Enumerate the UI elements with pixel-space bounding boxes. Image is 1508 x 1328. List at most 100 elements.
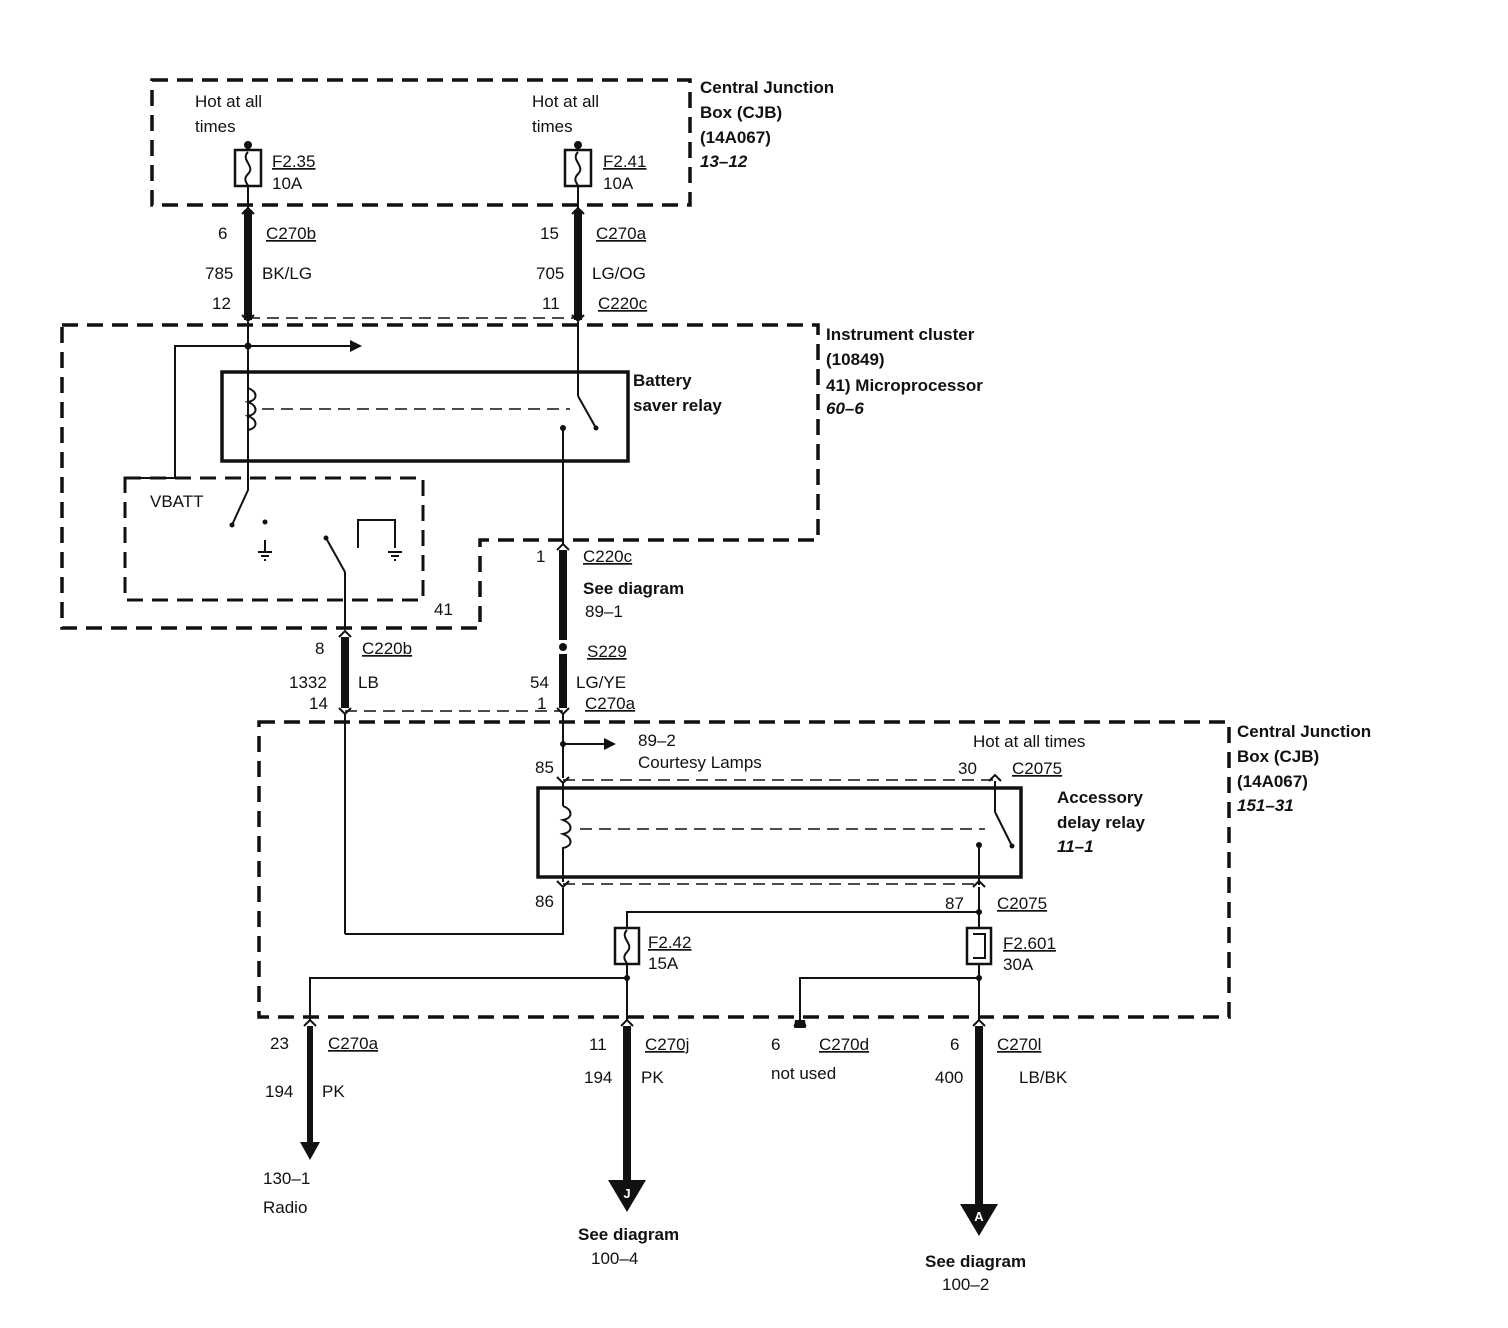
- out-j-circuit: 194: [584, 1068, 612, 1087]
- fuse-f2-41-id: F2.41: [603, 152, 646, 171]
- terminal-cap-icon: [794, 1020, 806, 1028]
- fuse-f2-42-rating: 15A: [648, 954, 679, 973]
- relay-coil-icon-2: [559, 805, 572, 882]
- wire-785-pin: 6: [218, 224, 227, 243]
- mid-right-connector2: C270a: [585, 694, 636, 713]
- hot-label-left-2: times: [195, 117, 236, 136]
- cjb-bottom-ref: 151–31: [1237, 796, 1294, 815]
- wire-705-pin2: 11: [542, 294, 560, 313]
- cjb-bottom-title-3: (14A067): [1237, 772, 1308, 791]
- mid-right-see-ref: 89–1: [585, 602, 623, 621]
- mid-left-pin: 8: [315, 639, 324, 658]
- cluster-title-3: 41) Microprocessor: [826, 376, 983, 395]
- fuse-f2-601-icon: [965, 926, 993, 966]
- cjb-bottom-box: [257, 720, 1231, 1019]
- pin-86: 86: [535, 892, 554, 911]
- hot-label-right-2: times: [532, 117, 573, 136]
- out-unused-connector: C270d: [819, 1035, 869, 1054]
- accessory-relay-label-2: delay relay: [1057, 813, 1145, 832]
- relay-coil-icon: [244, 387, 257, 431]
- wire-785-circuit: 785: [205, 264, 233, 283]
- wire-705-circuit: 705: [536, 264, 564, 283]
- accessory-relay-label-1: Accessory: [1057, 788, 1144, 807]
- out-j-connector: C270j: [645, 1035, 689, 1054]
- cjb-top-title-1: Central Junction: [700, 78, 834, 97]
- wire-785-color: BK/LG: [262, 264, 312, 283]
- out-a-color: LB/BK: [1019, 1068, 1068, 1087]
- arrow-j-icon: [608, 1180, 646, 1212]
- out-a-see-ref: 100–2: [942, 1275, 989, 1294]
- hot-all-times-label: Hot at all times: [973, 732, 1085, 751]
- mid-left-connector: C220b: [362, 639, 412, 658]
- instrument-cluster-box: [60, 323, 820, 630]
- fuse-f2-41-icon: [563, 141, 593, 188]
- cjb-bottom-title-1: Central Junction: [1237, 722, 1371, 741]
- out-a-connector: C270l: [997, 1035, 1041, 1054]
- wire-705-pin: 15: [540, 224, 559, 243]
- out-a-see: See diagram: [925, 1252, 1026, 1271]
- courtesy-label: Courtesy Lamps: [638, 753, 762, 772]
- out-radio-connector: C270a: [328, 1034, 379, 1053]
- conn-c2075-bottom: C2075: [997, 894, 1047, 913]
- mid-left-color: LB: [358, 673, 379, 692]
- cjb-top-ref: 13–12: [700, 152, 748, 171]
- out-a-tag: A: [974, 1209, 984, 1224]
- wire-785-connector: C270b: [266, 224, 316, 243]
- relay-switch-icon: [577, 395, 597, 429]
- mid-right-circuit: 54: [530, 673, 549, 692]
- out-radio-color: PK: [322, 1082, 345, 1101]
- cjb-top-box: [150, 78, 692, 207]
- hot-label-right-1: Hot at all: [532, 92, 599, 111]
- conn-c2075-top: C2075: [1012, 759, 1062, 778]
- switch-icon-1: [231, 485, 249, 526]
- fuse-f2-35-rating: 10A: [272, 174, 303, 193]
- battery-saver-relay-label-1: Battery: [633, 371, 692, 390]
- fuse-f2-601-rating: 30A: [1003, 955, 1034, 974]
- out-radio-ref: 130–1: [263, 1169, 310, 1188]
- mid-right-color: LG/YE: [576, 673, 626, 692]
- out-a-pin: 6: [950, 1035, 959, 1054]
- cjb-bottom-title-2: Box (CJB): [1237, 747, 1319, 766]
- relay-switch-icon-2: [994, 811, 1013, 847]
- out-radio-dest: Radio: [263, 1198, 307, 1217]
- out-j-pin: 11: [589, 1035, 607, 1054]
- connector-c270a-icon: [571, 206, 585, 215]
- battery-saver-relay: [220, 370, 630, 463]
- wire-705-connector2: C220c: [598, 294, 648, 313]
- ground-icon-1: [258, 551, 272, 561]
- mid-right-pin: 1: [536, 547, 545, 566]
- connector-c270b-icon: [241, 206, 255, 215]
- mid-right-pin2: 1: [537, 694, 546, 713]
- wire-705-color: LG/OG: [592, 264, 646, 283]
- accessory-relay-ref: 11–1: [1057, 837, 1094, 856]
- accessory-delay-relay: [536, 786, 1023, 879]
- out-radio-pin: 23: [270, 1034, 289, 1053]
- mid-left-circuit: 1332: [289, 673, 327, 692]
- arrow-down-icon-radio: [300, 1142, 320, 1160]
- microprocessor-number: 41: [434, 600, 453, 619]
- out-unused-pin: 6: [771, 1035, 780, 1054]
- cjb-top-title-3: (14A067): [700, 128, 771, 147]
- cluster-ref: 60–6: [826, 399, 864, 418]
- mid-right-see: See diagram: [583, 579, 684, 598]
- switch-icon-2: [325, 537, 346, 573]
- battery-saver-relay-label-2: saver relay: [633, 396, 722, 415]
- fuse-f2-41-rating: 10A: [603, 174, 634, 193]
- mid-left-pin2: 14: [309, 694, 328, 713]
- wire-705-connector: C270a: [596, 224, 647, 243]
- pin-85: 85: [535, 758, 554, 777]
- ground-icon-2: [388, 551, 402, 561]
- fuse-f2-42-icon: [613, 926, 641, 966]
- out-j-tag: J: [623, 1186, 630, 1201]
- hot-label-left-1: Hot at all: [195, 92, 262, 111]
- cjb-top-title-2: Box (CJB): [700, 103, 782, 122]
- splice-s229: S229: [587, 642, 627, 661]
- arrow-a-icon: [960, 1204, 998, 1236]
- pin-87: 87: [945, 894, 964, 913]
- out-radio-circuit: 194: [265, 1082, 293, 1101]
- cluster-title-1: Instrument cluster: [826, 325, 975, 344]
- wire-785-pin2: 12: [212, 294, 231, 313]
- pin-30: 30: [958, 759, 977, 778]
- out-j-see-ref: 100–4: [591, 1249, 638, 1268]
